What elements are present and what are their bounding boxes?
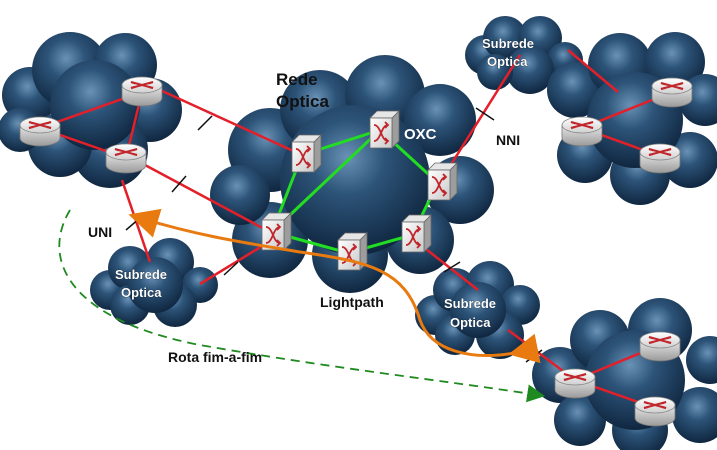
- router-icon: [19, 116, 61, 147]
- router-icon: [554, 368, 596, 399]
- label-subrede-right-line2: Optica: [450, 315, 491, 330]
- label-rota-fim-a-fim: Rota fim-a-fim: [168, 349, 262, 365]
- label-subrede-top-line1: Subrede: [482, 36, 534, 51]
- label-uni: UNI: [88, 224, 112, 240]
- router-icon: [105, 143, 147, 174]
- oxc-switch-icon: [427, 162, 458, 201]
- cut-mark: [197, 115, 213, 131]
- label-rede-optica-line1: Rede: [276, 70, 318, 89]
- link-subrede-top-to-right: [567, 49, 619, 93]
- oxc-switch-icon: [369, 110, 400, 149]
- router-icon: [651, 77, 693, 108]
- end-to-end-route-arrow: [58, 209, 546, 403]
- router-icon: [561, 116, 603, 147]
- link-left-to-core-top: [159, 88, 303, 157]
- label-subrede-right-line1: Subrede: [444, 296, 496, 311]
- label-rede-optica-line2: Optica: [276, 92, 329, 111]
- router-icon: [121, 76, 163, 107]
- label-nni: NNI: [496, 132, 520, 148]
- label-subrede-top-line2: Optica: [487, 54, 528, 69]
- lightpath-arrow: [128, 208, 541, 364]
- cut-mark: [171, 175, 187, 193]
- router-icon: [634, 396, 676, 427]
- oxc-switch-icon: [401, 214, 432, 253]
- oxc-switch-icon: [291, 134, 322, 173]
- router-icon: [639, 331, 681, 362]
- label-subrede-left-line2: Optica: [121, 285, 162, 300]
- cut-mark: [475, 107, 495, 121]
- label-lightpath: Lightpath: [320, 294, 384, 310]
- routers: [19, 76, 693, 427]
- label-subrede-left-line1: Subrede: [115, 267, 167, 282]
- label-oxc: OXC: [404, 126, 437, 143]
- router-icon: [639, 143, 681, 174]
- oxc-switch-icon: [261, 212, 292, 251]
- link-nni: [438, 54, 522, 183]
